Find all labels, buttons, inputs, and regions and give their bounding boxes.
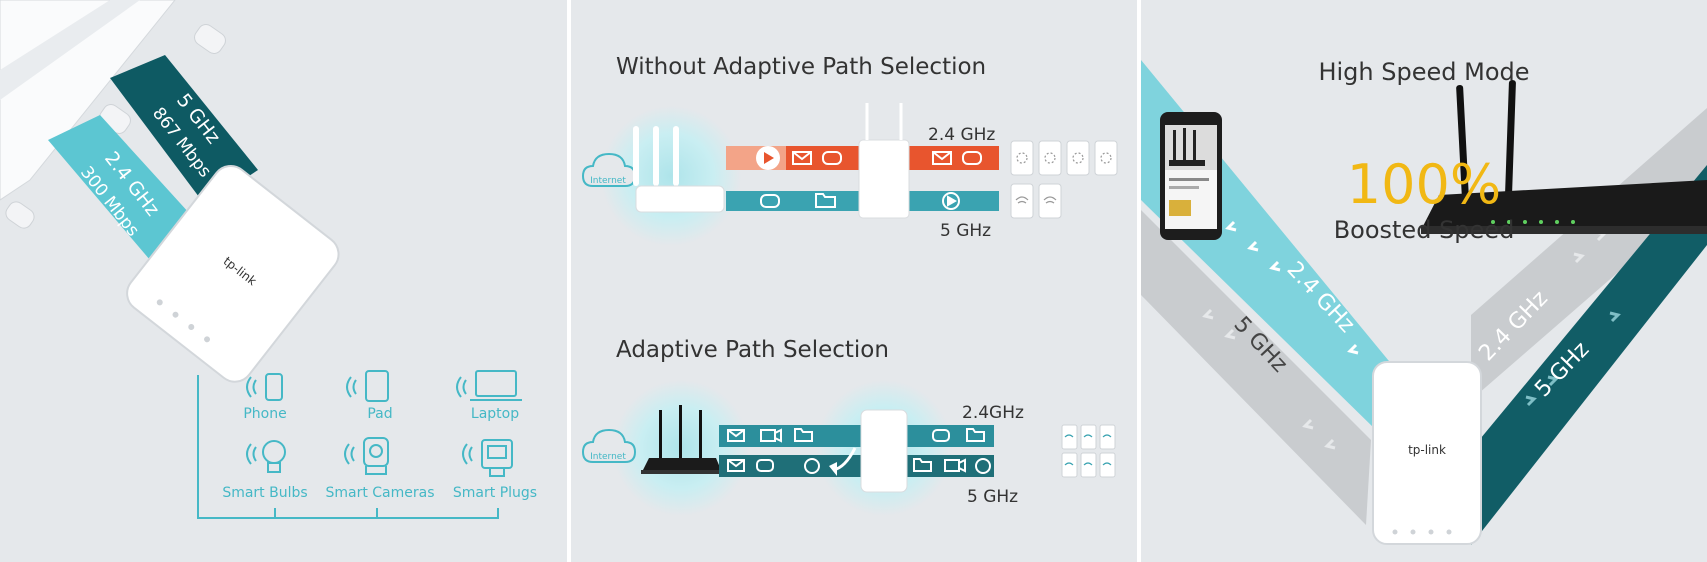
adaptive-path-panel: Without Adaptive Path Selection Adaptive…: [571, 0, 1137, 562]
top-lane-traffic-icons: [756, 146, 982, 210]
device-label-laptop: Laptop: [471, 406, 519, 422]
extender-device: tp-link: [126, 164, 340, 383]
aps-title: Adaptive Path Selection: [616, 337, 889, 363]
phone-icon: [246, 373, 283, 401]
right-5ghz-strip: [1471, 165, 1707, 545]
bottom-5ghz-label: 5 GHz: [967, 487, 1018, 507]
smartphone-icon: [1160, 112, 1222, 240]
dual-band-illustration: 5 GHz 867 Mbps 2.4 GHz 300 Mbps tp-link: [0, 0, 537, 519]
bottom-client-devices: [1061, 424, 1116, 478]
bottom-24ghz-label: 2.4GHz: [962, 403, 1024, 423]
left-5ghz-strip: [1141, 210, 1371, 525]
device-label-pad: Pad: [367, 406, 392, 422]
top-24ghz-label: 2.4 GHz: [928, 125, 995, 145]
high-speed-illustration: 2.4 GHz 5 GHz 2.4 GHz 5 GHz: [1141, 58, 1707, 545]
device-label-smart-plugs: Smart Plugs: [453, 485, 537, 501]
internet-label-bottom: Internet: [590, 452, 626, 462]
boost-percent: 100%: [1347, 153, 1501, 216]
black-router-icon-large: [1421, 80, 1707, 234]
bottom-5ghz-lane: [719, 455, 994, 477]
extender-device-large: tp-link: [1372, 361, 1482, 545]
high-speed-mode-panel: 2.4 GHz 5 GHz 2.4 GHz 5 GHz: [1141, 0, 1707, 562]
bottom-24ghz-lane: [719, 425, 994, 447]
device-label-smart-cameras: Smart Cameras: [325, 485, 434, 501]
bottom-lane-traffic-icons: [727, 428, 991, 474]
adaptive-path-illustration: Without Adaptive Path Selection Adaptive…: [581, 54, 1118, 516]
high-speed-title: High Speed Mode: [1318, 58, 1529, 86]
bottom-extender-device: [860, 409, 908, 493]
without-aps-title: Without Adaptive Path Selection: [616, 54, 986, 80]
internet-cloud-icon-bottom: Internet: [581, 428, 637, 463]
pad-icon: [346, 370, 389, 402]
router-icon: [0, 0, 226, 229]
black-router-icon: [641, 405, 725, 474]
dual-band-panel: 5 GHz 867 Mbps 2.4 GHz 300 Mbps tp-link: [0, 0, 567, 562]
internet-label-top: Internet: [590, 176, 626, 186]
connector-lines: [197, 375, 499, 519]
camera-icon: [344, 437, 389, 475]
device-label-smart-bulbs: Smart Bulbs: [222, 485, 307, 501]
top-client-devices: [1010, 140, 1118, 219]
boost-subtitle: Boosted Speed: [1334, 216, 1515, 244]
right-24ghz-strip: [1471, 108, 1707, 400]
band-5ghz-strip: [110, 55, 258, 205]
top-extender-device: [858, 139, 910, 219]
device-label-phone: Phone: [243, 406, 286, 422]
bulb-icon: [246, 440, 286, 473]
extender-brand-large: tp-link: [1408, 443, 1446, 457]
white-router-icon: [633, 126, 725, 213]
band-24ghz-strip: [48, 115, 200, 260]
laptop-icon: [456, 370, 522, 401]
top-5ghz-label: 5 GHz: [940, 221, 991, 241]
plug-icon: [462, 439, 513, 477]
